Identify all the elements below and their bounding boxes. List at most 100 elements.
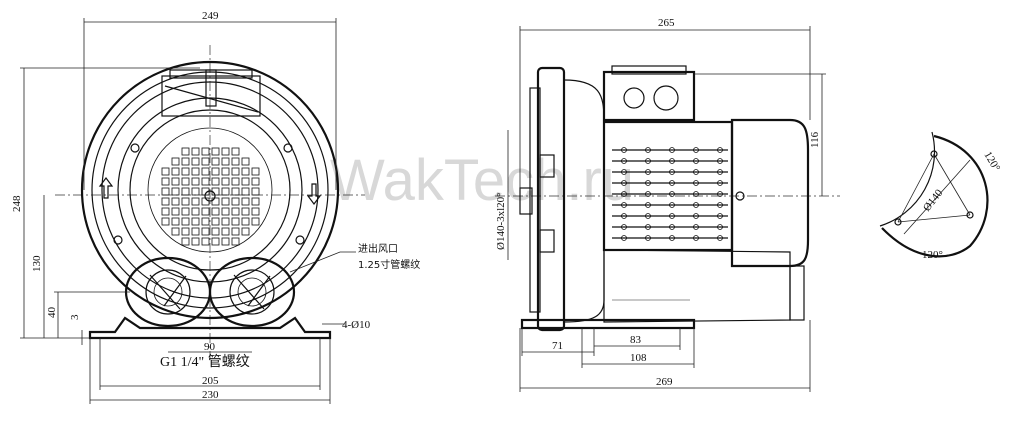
grille-cell: [161, 207, 170, 216]
grille-cell: [191, 157, 200, 166]
inlet-note-leader: [289, 251, 356, 273]
grille-cell: [191, 147, 200, 156]
grille-cell: [161, 217, 170, 226]
grille-cell: [191, 237, 200, 246]
grille-cell: [251, 197, 260, 206]
blower-housing: [536, 66, 566, 332]
fin-rivet: [717, 158, 723, 164]
grille-cell: [241, 177, 250, 186]
rear-foot: [789, 265, 805, 321]
grille-cell: [201, 207, 210, 216]
grille-cell: [251, 217, 260, 226]
fin-rivet: [717, 191, 723, 197]
fin-rivet: [717, 202, 723, 208]
grille-cell: [241, 207, 250, 216]
grille-cell: [221, 167, 230, 176]
grille-cell: [191, 197, 200, 206]
flange-radial-3: [897, 153, 935, 223]
grille-cell: [251, 207, 260, 216]
grille-cell: [251, 177, 260, 186]
fin-rivet: [621, 147, 627, 153]
dim-108-label: 108: [630, 352, 647, 364]
grille-cell: [231, 197, 240, 206]
grille-cell: [181, 217, 190, 226]
grille-cell: [221, 177, 230, 186]
fin-rivet: [669, 213, 675, 219]
grille-cell: [171, 207, 180, 216]
grille-cell: [241, 227, 250, 236]
fin-rivet: [693, 180, 699, 186]
fan-grille: [161, 147, 260, 246]
flange-outline: [881, 134, 989, 258]
outlet-cross: [233, 274, 271, 310]
flow-arrow-right: [306, 183, 322, 205]
grille-cell: [181, 187, 190, 196]
grille-cell: [211, 227, 220, 236]
grille-cell: [201, 177, 210, 186]
fin-rivet: [693, 224, 699, 230]
grille-cell: [221, 237, 230, 246]
flange-radial-1: [933, 153, 971, 216]
fin-rivet: [693, 213, 699, 219]
grille-cell: [231, 187, 240, 196]
grille-cell: [251, 167, 260, 176]
fin-rivet: [645, 213, 651, 219]
fin-rivet: [717, 180, 723, 186]
housing-latch-2: [539, 229, 555, 253]
dim-265-label: 265: [658, 17, 675, 29]
grille-cell: [161, 167, 170, 176]
fin-rivet: [693, 147, 699, 153]
grille-cell: [181, 197, 190, 206]
dim-269-label: 269: [656, 376, 673, 388]
grille-cell: [231, 217, 240, 226]
dim-230-label: 230: [202, 389, 219, 401]
grille-cell: [221, 197, 230, 206]
inlet-port-bore: [145, 269, 191, 315]
inlet-cross: [149, 274, 187, 310]
grille-cell: [221, 207, 230, 216]
grille-cell: [171, 227, 180, 236]
grille-cell: [221, 217, 230, 226]
grille-cell: [191, 217, 200, 226]
dim-40-label: 40: [46, 307, 58, 319]
outlet-port-inner: [237, 277, 267, 307]
grille-cell: [181, 167, 190, 176]
grille-cell: [171, 217, 180, 226]
fin-rivet: [645, 147, 651, 153]
fin-rivet: [621, 235, 627, 241]
grille-cell: [181, 207, 190, 216]
grille-cell: [221, 157, 230, 166]
side-terminal-box: [602, 70, 696, 122]
side-view: 265 116 Ø140-3xl20° 71 83 108 269: [495, 17, 840, 392]
fin-rivet: [621, 202, 627, 208]
grille-cell: [171, 187, 180, 196]
dim-248-label: 248: [11, 195, 23, 212]
fin-rivet: [693, 191, 699, 197]
dim-83-label: 83: [630, 334, 642, 346]
fin-rivet: [645, 158, 651, 164]
grille-cell: [201, 237, 210, 246]
fan-grille-ring: [147, 127, 273, 253]
housing-bolt-4: [295, 235, 305, 245]
grille-cell: [191, 167, 200, 176]
grille-cell: [191, 207, 200, 216]
grille-cell: [161, 177, 170, 186]
inlet-port-outer: [124, 256, 212, 328]
grille-cell: [231, 237, 240, 246]
fin-rivet: [693, 235, 699, 241]
grille-cell: [221, 147, 230, 156]
grille-cell: [161, 187, 170, 196]
fin-rivet: [645, 169, 651, 175]
grille-cell: [181, 147, 190, 156]
side-base-plate: [520, 318, 696, 330]
flange-hole-2: [966, 211, 974, 219]
fin-rivet: [717, 235, 723, 241]
housing-bolt-2: [283, 143, 293, 153]
fin-rivet: [669, 202, 675, 208]
fin-rivet: [621, 224, 627, 230]
fin-rivet: [669, 169, 675, 175]
fin-rivet: [669, 147, 675, 153]
grille-cell: [171, 167, 180, 176]
grille-cell: [231, 207, 240, 216]
grille-cell: [231, 147, 240, 156]
